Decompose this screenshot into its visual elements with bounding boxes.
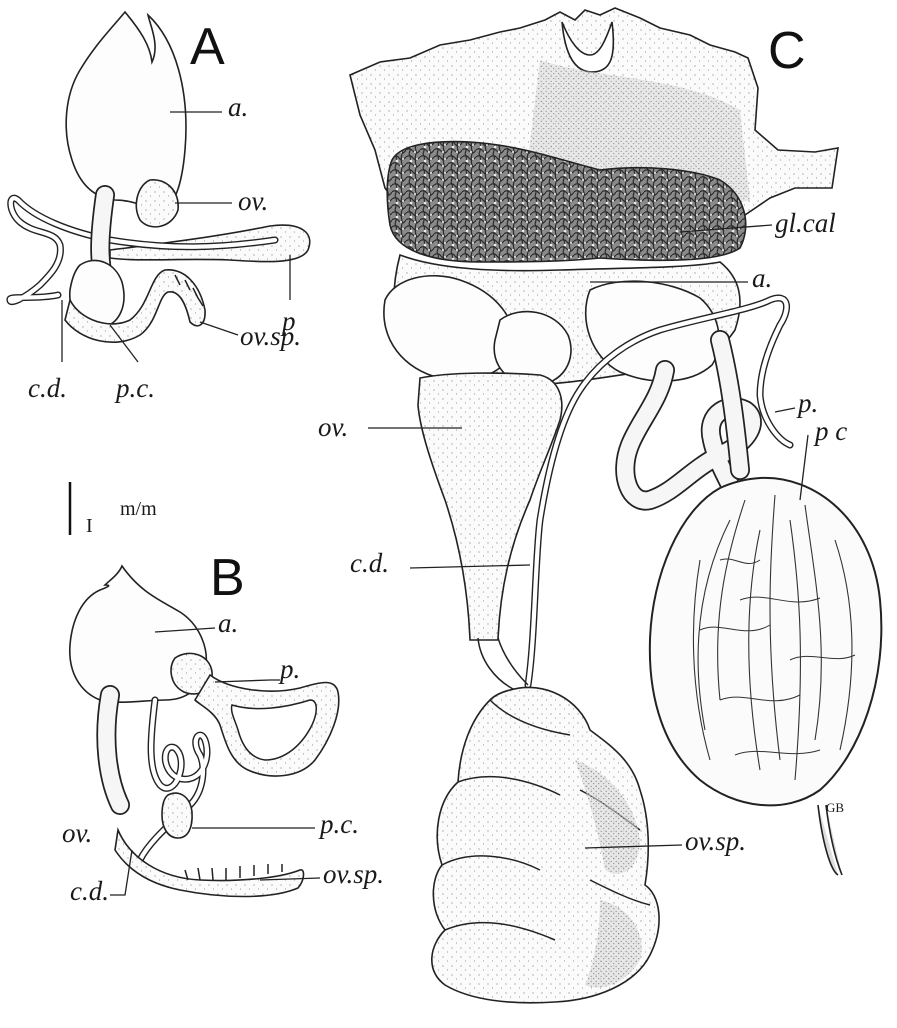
figure-a-label-ov-sp: ov.sp. (240, 321, 301, 351)
figure-a-label-ov: ov. (238, 186, 268, 216)
figure-c-signature: GB (826, 800, 844, 815)
figure-c: C GB (318, 8, 881, 1003)
figure-c-label-pc: p c (813, 416, 847, 446)
figure-c-label-cd: c.d. (350, 548, 389, 578)
scale-bar: I m/m (70, 482, 157, 537)
figure-c-bursa-copulatrix (650, 478, 882, 806)
figure-b: B a. p. p.c. ov. ov.sp. c.d. (62, 549, 384, 906)
figure-b-spermoviduct (115, 830, 304, 897)
figure-b-letter: B (210, 549, 245, 607)
figure-b-label-a: a. (218, 608, 238, 638)
figure-a-label-a: a. (228, 92, 248, 122)
figure-c-letter: C (768, 22, 806, 80)
figure-b-label-ov: ov. (62, 818, 92, 848)
figure-b-label-pc: p.c. (318, 809, 359, 839)
figure-c-label-ov: ov. (318, 412, 348, 442)
figure-c-label-p: p. (796, 388, 818, 418)
figure-c-label-ov-sp: ov.sp. (685, 826, 746, 856)
figure-b-label-cd: c.d. (70, 876, 109, 906)
figure-b-bursa (162, 793, 192, 838)
figure-a-label-pc: p.c. (114, 373, 155, 403)
figure-a-letter: A (190, 18, 225, 76)
scale-bar-value: I (86, 515, 93, 537)
figure-b-label-p: p. (278, 654, 300, 684)
figure-a-label-cd: c.d. (28, 373, 67, 403)
figure-b-label-ov-sp: ov.sp. (323, 859, 384, 889)
scale-bar-unit: m/m (120, 498, 157, 520)
figure-c-label-gl-cal: gl.cal (775, 208, 836, 238)
figure-a: A a. ov. p ov.sp. c.d. p.c. (10, 12, 310, 403)
figure-c-label-a: a. (752, 263, 772, 293)
